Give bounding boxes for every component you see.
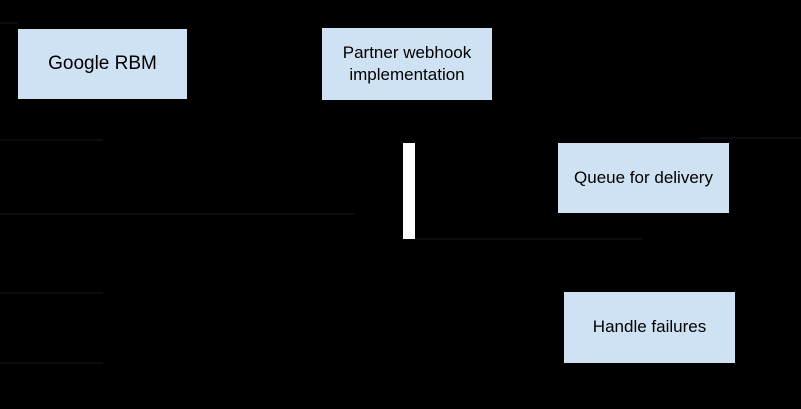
lifeline-activation-bar xyxy=(403,143,415,239)
diagram-node-handle-failures-label: Handle failures xyxy=(592,317,707,337)
connector-line-handle-bottom xyxy=(0,362,103,364)
connector-line-handle-top xyxy=(0,292,103,294)
diagram-node-partner-webhook-label: Partner webhook implementation xyxy=(342,42,472,84)
diagram-node-google-rbm-label: Google RBM xyxy=(48,52,157,74)
connector-line-return xyxy=(0,213,355,215)
connector-line-message-right xyxy=(700,137,801,139)
diagram-node-queue-for-delivery: Queue for delivery xyxy=(558,143,729,213)
connector-line-top-left xyxy=(0,22,18,24)
diagram-node-queue-for-delivery-label: Queue for delivery xyxy=(574,167,713,187)
diagram-node-google-rbm: Google RBM xyxy=(18,29,187,99)
diagram-node-partner-webhook: Partner webhook implementation xyxy=(322,28,492,100)
connector-line-message-left xyxy=(0,139,103,141)
connector-line-bar-bottom xyxy=(415,238,643,240)
diagram-node-handle-failures: Handle failures xyxy=(564,292,735,363)
